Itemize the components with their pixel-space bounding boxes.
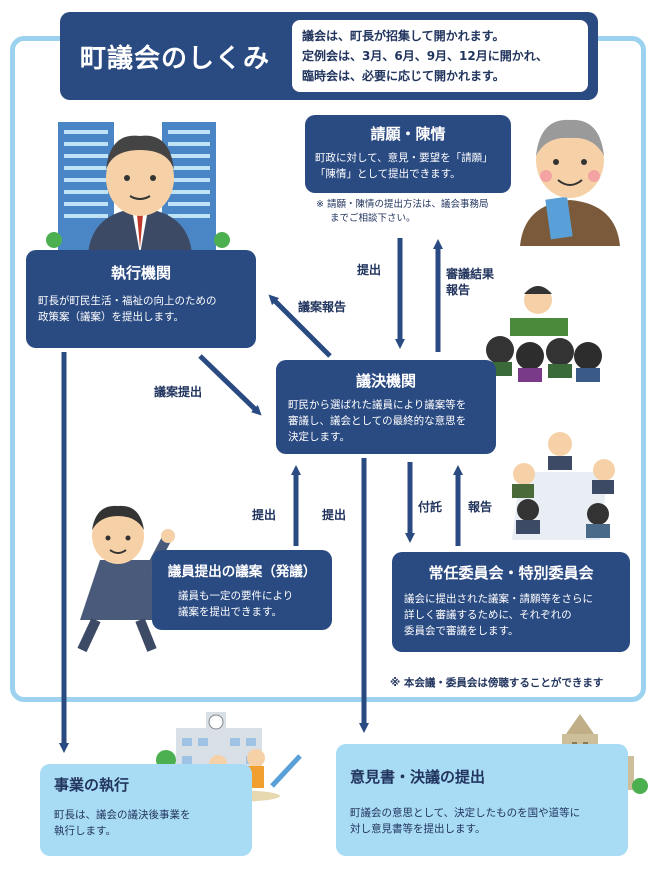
execution-title: 事業の執行 xyxy=(54,776,130,794)
committee-text: 議会に提出された議案・請願等をさらに 詳しく審議するために、それぞれの 委員会で… xyxy=(404,591,618,639)
label-bill-report: 議案報告 xyxy=(298,300,347,314)
assembly-text: 町民から選ばれた議員により議案等を 審議し、議会としての最終的な意思を 決定しま… xyxy=(288,397,484,445)
label-result-report-line: 審議結果 xyxy=(446,267,495,281)
executive-text-line: 政策案（議案）を提出します。 xyxy=(38,311,184,323)
committee-title: 常任委員会・特別委員会 xyxy=(428,564,594,582)
member-bill-text-line: 議員も一定の要件により xyxy=(178,590,294,602)
committee-text-line: 委員会で審議をします。 xyxy=(404,625,519,637)
executive-text-line: 町長が町民生活・福祉の向上のための xyxy=(38,295,217,307)
header-note-line: 臨時会は、必要に応じて開かれます。 xyxy=(302,69,505,83)
execution-text-line: 執行します。 xyxy=(54,825,116,837)
executive-box: 執行機関 町長が町民生活・福祉の向上のための 政策案（議案）を提出します。 xyxy=(26,250,256,348)
execution-text-line: 町長は、議会の議決後事業を xyxy=(54,809,191,821)
petition-title: 請願・陳情 xyxy=(370,125,446,143)
petition-text-line: 「陳情」として提出できます。 xyxy=(315,168,461,180)
petition-note: ※ 請願・陳情の提出方法は、議会事務局 までご相談下さい。 xyxy=(316,198,488,226)
arrow-assembly-to-executive xyxy=(268,294,332,358)
label-result-report: 審議結果 報告 xyxy=(446,266,494,298)
petition-note-line: ※ 請願・陳情の提出方法は、議会事務局 xyxy=(316,199,489,210)
footnote: ※ 本会議・委員会は傍聴することができます xyxy=(390,677,604,689)
label-bill-submit: 議案提出 xyxy=(154,385,203,399)
executive-text: 町長が町民生活・福祉の向上のための 政策案（議案）を提出します。 xyxy=(38,293,244,325)
assembly-title: 議決機関 xyxy=(355,372,416,390)
execution-box: 事業の執行 町長は、議会の議決後事業を 執行します。 xyxy=(40,764,252,856)
committee-box: 常任委員会・特別委員会 議会に提出された議案・請願等をさらに 詳しく審議するため… xyxy=(392,552,630,652)
opinion-text-line: 対し意見書等を提出します。 xyxy=(350,823,486,835)
execution-text: 町長は、議会の議決後事業を 執行します。 xyxy=(54,807,238,839)
assembly-meeting-icon xyxy=(486,286,602,382)
petition-note-line: までご相談下さい。 xyxy=(330,213,416,224)
committee-meeting-icon xyxy=(512,432,615,540)
assembly-text-line: 町民から選ばれた議員により議案等を xyxy=(288,399,467,411)
member-bill-box: 議員提出の議案（発議） 議員も一定の要件により 議案を提出できます。 xyxy=(152,550,332,630)
label-member-submit: 提出 xyxy=(252,508,277,522)
committee-text-line: 議会に提出された議案・請願等をさらに xyxy=(404,593,593,605)
label-member-submit-2: 提出 xyxy=(322,508,347,522)
opinion-box: 意見書・決議の提出 町議会の意思として、決定したものを国や道等に 対し意見書等を… xyxy=(336,744,628,856)
petition-text: 町政に対して、意見・要望を「請願」 「陳情」として提出できます。 xyxy=(315,150,501,182)
citizen-elder-icon xyxy=(520,119,620,246)
committee-text-line: 詳しく審議するために、それぞれの xyxy=(404,609,572,621)
header-note: 議会は、町長が招集して開かれます。 定例会は、3月、6月、9月、12月に開かれ、… xyxy=(292,20,588,92)
assembly-text-line: 決定します。 xyxy=(288,431,350,443)
assembly-box: 議決機関 町民から選ばれた議員により議案等を 審議し、議会としての最終的な意思を… xyxy=(276,360,496,454)
label-result-report-line: 報告 xyxy=(446,283,471,297)
page-title: 町議会のしくみ xyxy=(80,44,271,74)
header-note-line: 定例会は、3月、6月、9月、12月に開かれ、 xyxy=(302,49,548,63)
opinion-text-line: 町議会の意思として、決定したものを国や道等に xyxy=(350,807,581,819)
opinion-title: 意見書・決議の提出 xyxy=(350,768,486,786)
arrow-executive-to-assembly xyxy=(198,354,262,416)
opinion-text: 町議会の意思として、決定したものを国や道等に 対し意見書等を提出します。 xyxy=(350,805,614,837)
header-banner: 町議会のしくみ 議会は、町長が招集して開かれます。 定例会は、3月、6月、9月、… xyxy=(60,12,598,100)
member-bill-text-line: 議案を提出できます。 xyxy=(178,606,282,618)
petition-text-line: 町政に対して、意見・要望を「請願」 xyxy=(315,152,493,164)
label-committee-report: 報告 xyxy=(468,500,493,514)
assembly-text-line: 審議し、議会としての最終的な意思を xyxy=(288,415,467,427)
label-submit-petition: 提出 xyxy=(357,263,382,277)
petition-box: 請願・陳情 町政に対して、意見・要望を「請願」 「陳情」として提出できます。 xyxy=(305,115,511,193)
label-refer: 付託 xyxy=(418,500,443,514)
member-bill-title: 議員提出の議案（発議） xyxy=(167,564,317,580)
executive-title: 執行機関 xyxy=(110,264,171,282)
mayor-icon xyxy=(88,135,192,254)
member-bill-text: 議員も一定の要件により 議案を提出できます。 xyxy=(164,588,320,620)
header-note-line: 議会は、町長が招集して開かれます。 xyxy=(302,29,505,43)
